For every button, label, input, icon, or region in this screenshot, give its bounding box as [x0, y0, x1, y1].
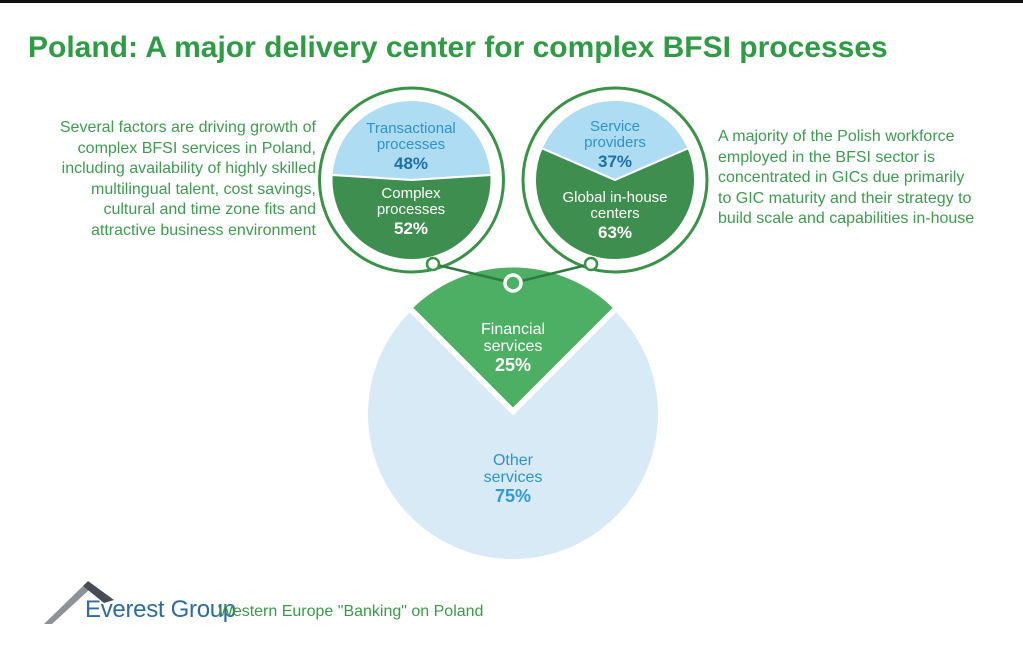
pie-2-slice-1: [540, 99, 690, 182]
pie-outer-ring: [521, 86, 709, 274]
segment-value: 75%: [494, 486, 532, 506]
pie2-green-label: Global in-house centers 63%: [540, 189, 690, 243]
segment-value: 48%: [393, 154, 429, 173]
pie2-blue-label: Service providers 37%: [560, 118, 670, 172]
mountain-peak-icon: [44, 581, 114, 624]
pie3-blue-label: Other services 75%: [466, 452, 561, 506]
footer-caption: Western Europe "Banking" on Poland: [218, 603, 484, 620]
connector-node: [425, 256, 441, 272]
pie-1-slice-1: [330, 99, 493, 182]
top-border-rule: [0, 0, 1023, 3]
pie-3-slice-2: [366, 309, 660, 561]
pie-1-slice-2: [330, 173, 493, 262]
segment-label: Complex processes: [376, 185, 446, 218]
pie3-green-label: Financial services 25%: [458, 321, 568, 375]
segment-value: 37%: [597, 152, 633, 171]
brand-wordmark: Everest Group: [85, 596, 236, 623]
pie-outer-ring: [318, 86, 505, 274]
pie1-green-label: Complex processes 52%: [346, 185, 476, 239]
connector-node: [583, 256, 599, 272]
footer: Everest Group Western Europe "Banking" o…: [0, 575, 1023, 635]
left-annotation: Several factors are driving growth of co…: [59, 119, 316, 239]
connector-line: [512, 262, 592, 285]
segment-value: 63%: [597, 223, 633, 242]
right-annotation: A majority of the Polish workforce emplo…: [718, 128, 975, 227]
segment-value: 52%: [393, 219, 429, 238]
segment-value: 25%: [494, 355, 532, 375]
segment-label: Other services: [483, 452, 543, 486]
connector-line: [432, 262, 514, 285]
page-title: Poland: A major delivery center for comp…: [28, 31, 888, 65]
connector-node: [503, 273, 523, 293]
segment-label: Financial services: [480, 321, 546, 355]
segment-label: Transactional processes: [366, 120, 456, 153]
pie-3-slice-1: [406, 262, 620, 415]
segment-label: Service providers: [584, 118, 646, 151]
pie1-blue-label: Transactional processes 48%: [336, 120, 486, 174]
pie-2-slice-2: [534, 146, 696, 261]
segment-label: Global in-house centers: [562, 189, 668, 222]
